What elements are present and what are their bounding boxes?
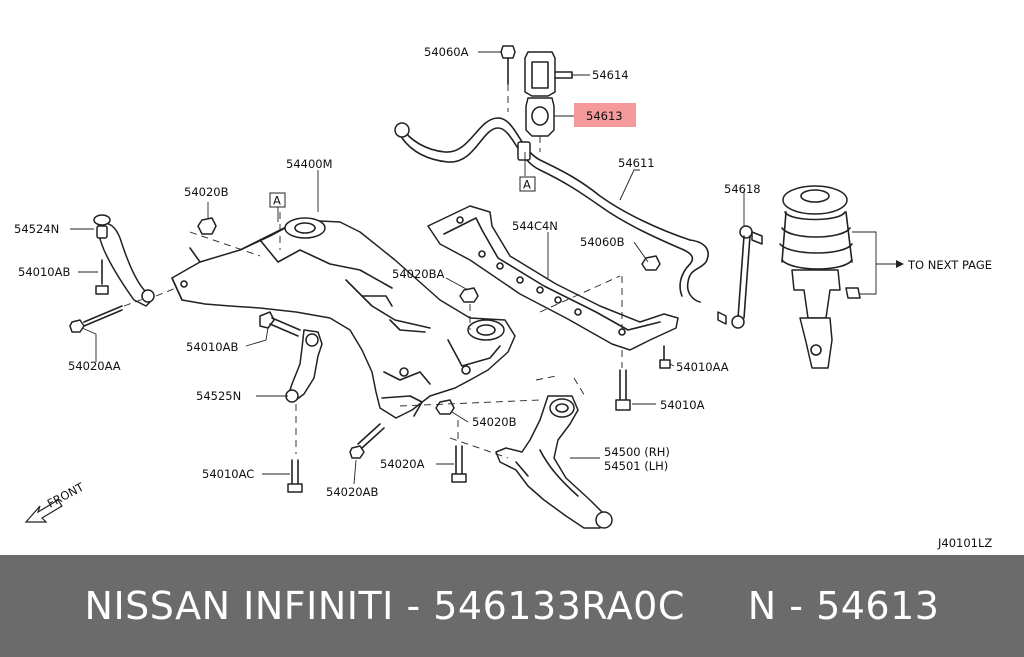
bolt-54010ac xyxy=(287,459,303,493)
parts-diagram: A A 54060A 54614 54613 5461 xyxy=(14,45,993,550)
label-54010aa: 54010AA xyxy=(676,360,729,374)
part-labels: 54060A 54614 54613 54611 54618 54400M 54… xyxy=(14,45,992,550)
subframe xyxy=(171,212,516,419)
label-54020b-mid: 54020B xyxy=(472,415,517,429)
bolt-54020ab xyxy=(349,423,385,459)
member-544c4n xyxy=(427,205,679,368)
leader-lines xyxy=(70,51,745,485)
label-54020b-top: 54020B xyxy=(184,185,229,199)
front-label: FRONT xyxy=(45,479,87,510)
arm-54525n xyxy=(285,329,323,454)
label-54060a: 54060A xyxy=(424,45,469,59)
bolt-54010aa xyxy=(659,345,671,369)
label-54618: 54618 xyxy=(724,182,761,196)
label-54611: 54611 xyxy=(618,156,655,170)
bolt-54020a xyxy=(451,420,467,483)
lower-control-arm xyxy=(399,375,613,529)
label-544c4n: 544C4N xyxy=(512,219,558,233)
label-to-next-page: TO NEXT PAGE xyxy=(907,258,992,272)
label-54501: 54501 (LH) xyxy=(604,459,668,473)
nut-54020ba xyxy=(459,287,479,330)
label-54500: 54500 (RH) xyxy=(604,445,670,459)
ref-marker-a-top: A xyxy=(519,176,536,192)
label-54010a: 54010A xyxy=(660,398,705,412)
label-54400m: 54400M xyxy=(286,157,333,171)
label-54010ac: 54010AC xyxy=(202,467,254,481)
ref-a-mid-text: A xyxy=(273,194,281,208)
diagram-code: J40101LZ xyxy=(937,536,992,550)
label-54010ab-mid: 54010AB xyxy=(186,340,238,354)
ref-marker-a-mid: A xyxy=(269,192,286,222)
bolt-54010ab-mid xyxy=(259,311,301,337)
stabilizer-bar xyxy=(394,117,709,303)
bolt-54060a xyxy=(500,45,516,112)
to-next-page-bracket xyxy=(852,231,904,295)
label-54020ba: 54020BA xyxy=(392,267,444,281)
label-54020ab: 54020AB xyxy=(326,485,378,499)
label-54614: 54614 xyxy=(592,68,629,82)
parts-diagram-svg: A A 54060A 54614 54613 5461 xyxy=(14,45,992,550)
nut-54020b-top xyxy=(197,217,217,235)
label-54020aa: 54020AA xyxy=(68,359,121,373)
footer-part-title: NISSAN INFINITI - 546133RA0C N - 54613 xyxy=(84,584,940,628)
label-54613: 54613 xyxy=(586,109,623,123)
footer-bar: NISSAN INFINITI - 546133RA0C N - 54613 xyxy=(0,555,1024,657)
stabilizer-link xyxy=(717,225,763,329)
bolt-54020aa xyxy=(69,297,147,333)
front-indicator: FRONT xyxy=(24,479,87,523)
label-54524n: 54524N xyxy=(14,222,59,236)
ref-a-top-text: A xyxy=(523,178,531,192)
bolt-54010a xyxy=(615,369,631,411)
strut-assembly xyxy=(779,185,861,369)
nut-54060b xyxy=(641,255,661,271)
highlight-box xyxy=(574,103,636,127)
nut-54020b-mid xyxy=(435,399,455,415)
left-link xyxy=(93,214,177,307)
bushing-assembly xyxy=(524,51,573,176)
label-54010ab-left: 54010AB xyxy=(18,265,70,279)
label-54060b: 54060B xyxy=(580,235,625,249)
label-54020a: 54020A xyxy=(380,457,425,471)
label-54525n: 54525N xyxy=(196,389,241,403)
